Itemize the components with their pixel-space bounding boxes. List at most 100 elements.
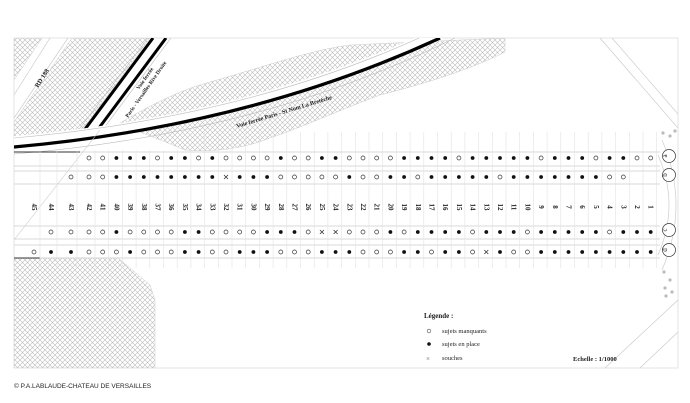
tree-present [415, 156, 420, 160]
column-number: 9 [537, 205, 545, 209]
tree-missing [251, 229, 256, 235]
tree-present [484, 175, 489, 179]
tree-missing [278, 174, 284, 180]
tree-present [648, 230, 653, 234]
tree-present [594, 175, 598, 179]
tree-missing [360, 155, 366, 161]
tree-present [566, 250, 571, 254]
column-number: 28 [277, 204, 285, 212]
tree-missing [237, 229, 243, 235]
tree-missing [415, 174, 421, 180]
row-label-circle [662, 168, 676, 182]
column-number: 30 [249, 204, 257, 212]
column-number: 23 [345, 204, 353, 212]
row-label-circle [662, 223, 676, 237]
tree-present [621, 250, 626, 254]
tree-present [265, 250, 269, 254]
row-label: d [661, 248, 669, 252]
tree-missing [525, 249, 530, 255]
tree-missing [292, 174, 297, 180]
tree-present [183, 156, 187, 160]
tree-missing [305, 174, 311, 180]
tree-missing [292, 155, 297, 161]
tree-missing [86, 155, 92, 161]
column-number: 13 [482, 204, 490, 212]
tree-missing [360, 249, 366, 255]
tree-present [333, 250, 338, 254]
tree-stump [223, 174, 229, 180]
column-number: 11 [510, 204, 518, 211]
column-number: 31 [236, 204, 244, 212]
tree-present [594, 230, 598, 234]
legend-stump-icon: × [426, 355, 430, 363]
tree-missing [127, 229, 133, 235]
tree-missing [319, 174, 325, 180]
tree-present [251, 175, 256, 179]
tree-missing [31, 249, 37, 255]
column-number: 38 [140, 204, 148, 212]
column-number: 24 [332, 204, 340, 212]
tree-present [539, 250, 543, 254]
tree-present [237, 250, 242, 254]
tree-present [415, 250, 420, 254]
column-gridlines [39, 132, 658, 268]
tree-present [388, 230, 393, 234]
tree-present [594, 250, 598, 254]
tree-present [607, 250, 612, 254]
column-number: 19 [400, 204, 408, 212]
tree-present [183, 175, 187, 179]
legend-title: Légende : [424, 312, 453, 320]
tree-present [580, 230, 585, 234]
tree-present [333, 156, 338, 160]
column-number: 15 [455, 204, 463, 212]
tree-present [402, 175, 406, 179]
tree-missing [305, 229, 311, 235]
column-number: 41 [99, 204, 107, 212]
tree-missing [86, 249, 92, 255]
tree-present [635, 250, 639, 254]
tree-missing [607, 174, 612, 180]
tree-present [525, 156, 530, 160]
tree-missing [525, 229, 530, 235]
column-number: 5 [592, 205, 600, 209]
tree-missing [68, 229, 74, 235]
tree-missing [141, 229, 147, 235]
tree-present [415, 230, 420, 234]
tree-present [49, 250, 53, 254]
tree-missing [470, 249, 475, 255]
tree-missing [360, 229, 366, 235]
tree-present [292, 230, 297, 234]
tree-present [552, 230, 557, 234]
wooded-area-bottom-left [14, 257, 156, 368]
column-number: 18 [414, 204, 422, 212]
column-number: 27 [291, 204, 299, 212]
column-number: 3 [619, 205, 627, 209]
tree-missing [48, 229, 54, 235]
tree-present [429, 156, 434, 160]
tree-missing [648, 155, 654, 161]
column-number: 34 [195, 204, 203, 212]
tree-present [210, 175, 215, 179]
tree-missing [456, 155, 462, 161]
tree-missing [305, 155, 311, 161]
tree-present [511, 175, 516, 179]
column-number: 22 [359, 204, 367, 212]
tree-present [265, 175, 269, 179]
tree-present [128, 250, 133, 254]
tree-missing [251, 155, 256, 161]
tree-present [484, 156, 489, 160]
tree-present [210, 156, 215, 160]
tree-present [457, 175, 461, 179]
tree-missing [100, 155, 106, 161]
column-number: 16 [441, 204, 449, 212]
tree-missing [620, 174, 626, 180]
tree-present [141, 175, 146, 179]
tree-present [552, 156, 557, 160]
tree-present [635, 230, 639, 234]
tree-missing [100, 229, 106, 235]
tree-present [552, 175, 557, 179]
tree-present [498, 230, 502, 234]
